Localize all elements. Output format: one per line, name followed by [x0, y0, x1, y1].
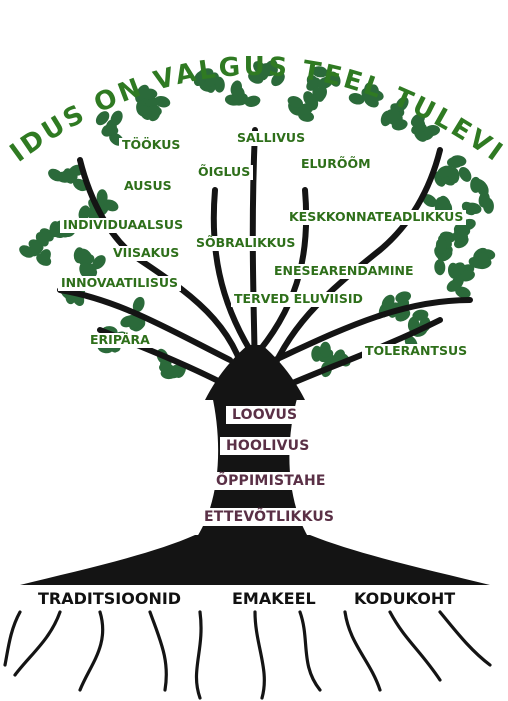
trunk-value-ettevotlikkus: ETTEVÕTLIKKUS [198, 508, 341, 526]
root-strand [298, 610, 322, 692]
oak-leaf [454, 222, 466, 239]
root-strand [78, 610, 105, 692]
oak-leaf [132, 296, 145, 313]
oak-leaf [230, 80, 243, 97]
root-strand [253, 610, 266, 700]
oak-leaf [386, 108, 400, 123]
crown-value-individuaalsus: INDIVIDUAALSUS [60, 218, 187, 233]
trunk-body [195, 395, 310, 540]
oak-leaf [103, 199, 119, 212]
oak-leaf [437, 165, 453, 178]
oak-leaf [348, 93, 365, 105]
crown-value-innovaatilisus: INNOVAATILISUS [58, 276, 182, 291]
oak-leaf [298, 102, 314, 115]
oak-leaf [455, 286, 471, 299]
trunk-value-loovus: LOOVUS [226, 406, 304, 424]
oak-leaf [424, 125, 441, 137]
root-strand [343, 610, 382, 692]
oak-leaf [395, 96, 409, 112]
root-strand [438, 610, 492, 667]
tree-branch [272, 297, 473, 363]
tree-branch [57, 287, 233, 363]
root-value-emakeel: EMAKEEL [228, 590, 320, 608]
crown-value-oiglus: ÕIGLUS [195, 165, 254, 180]
oak-leaf [96, 189, 108, 206]
oak-leaf [92, 255, 106, 270]
root-strand [13, 610, 62, 677]
oak-leaf [458, 166, 472, 182]
oak-leaf [95, 111, 110, 126]
tree-branch [210, 187, 253, 353]
tree-branch [259, 147, 443, 403]
root-strand [194, 610, 203, 700]
tree-roots [3, 535, 492, 700]
crown-value-elurool: ELURÕÕM [298, 157, 374, 172]
root-value-kodukoht: KODUKOHT [350, 590, 460, 608]
oak-leaf [319, 341, 331, 358]
oak-leaf [136, 84, 150, 100]
root-strand [3, 610, 22, 667]
trunk-value-oppimistahe: ÕPPIMISTAHE [210, 472, 332, 490]
oak-leaf [248, 71, 264, 84]
oak-leaf [48, 168, 63, 182]
root-base [20, 535, 490, 585]
oak-leaf [35, 232, 49, 247]
oak-leaf [101, 124, 117, 137]
crown-value-enesearendamine: ENESEARENDAMINE [271, 264, 417, 279]
oak-leaf [478, 252, 490, 269]
root-value-traditsioonid: TRADITSIOONID [34, 590, 186, 608]
oak-leaf [198, 68, 214, 81]
trunk-top [205, 345, 305, 400]
crown-value-tolerantsus: TOLERANTSUS [362, 344, 471, 359]
tree-foliage [19, 60, 496, 380]
oak-leaf [36, 253, 52, 266]
oak-leaf [154, 95, 171, 108]
oak-leaf [262, 64, 278, 77]
oak-leaf [317, 76, 333, 89]
oak-leaf [311, 66, 328, 78]
root-strand [388, 610, 442, 682]
crown-value-sallivus: SALLIVUS [234, 131, 309, 146]
oak-leaf [435, 238, 447, 255]
oak-leaf [303, 91, 316, 107]
oak-leaf [139, 105, 153, 120]
tree-trunk [195, 345, 310, 540]
crown-value-sobralikkus: SÕBRALIKKUS [193, 236, 299, 251]
oak-leaf [244, 95, 261, 107]
crown-value-tookus: TÖÖKUS [119, 138, 184, 153]
oak-leaf [79, 262, 91, 278]
oak-leaf [434, 259, 446, 276]
root-strand [148, 610, 168, 692]
crown-value-keskkonnateadlikkus: KESKKONNATEADLIKKUS [286, 210, 467, 225]
oak-leaf [224, 94, 241, 106]
oak-leaf [271, 72, 285, 87]
oak-leaf [110, 110, 123, 126]
crown-value-viisakus: VIISAKUS [110, 246, 183, 261]
oak-leaf [391, 119, 408, 131]
oak-leaf [422, 194, 437, 208]
oak-leaf [438, 195, 451, 212]
oak-leaf [410, 113, 425, 127]
oak-leaf [447, 157, 463, 168]
trunk-value-hoolivus: HOOLIVUS [220, 437, 316, 455]
crown-value-terved-eluviisid: TERVED ELUVIISID [231, 292, 366, 307]
oak-leaf [367, 84, 379, 101]
oak-leaf [470, 176, 482, 193]
oak-leaf [478, 191, 490, 208]
crown-value-ausus: AUSUS [121, 179, 175, 194]
oak-leaf [381, 294, 395, 310]
oak-leaf [450, 262, 465, 276]
oak-leaf [287, 96, 303, 108]
crown-value-eripara: ERIPÄRA [87, 333, 153, 348]
oak-leaf [166, 366, 183, 379]
oak-leaf [78, 205, 91, 222]
oak-leaf [19, 245, 34, 258]
